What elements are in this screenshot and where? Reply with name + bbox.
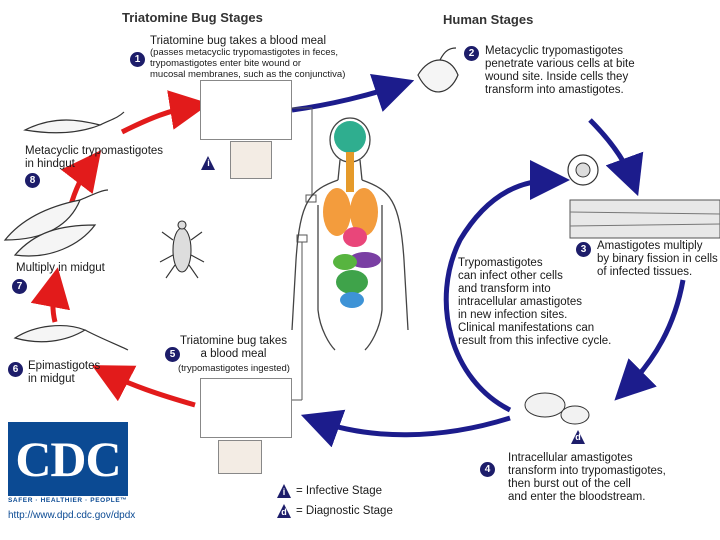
arrow-4-to-5 [315, 418, 510, 435]
center-infective-cycle-text: Trypomastigotes can infect other cells a… [458, 257, 611, 348]
step-3-line: Amastigotes multiply [597, 240, 718, 253]
arrow-8-to-1 [122, 106, 195, 132]
step-1-detail: (passes metacyclic trypomastigotes in fe… [150, 47, 360, 80]
step-4-line: Intracellular amastigotes [508, 452, 666, 465]
center-line: can infect other cells [458, 270, 611, 283]
diagnostic-marker-label: d [574, 432, 582, 442]
arrow-6-to-7 [53, 282, 55, 322]
step-1-bug-image [200, 80, 292, 140]
step-4-text: Intracellular amastigotes transform into… [508, 452, 666, 504]
step-5-parasite-image [218, 440, 262, 474]
step-5-title: Triatomine bug takes a blood meal [180, 335, 287, 361]
step-badge-2: 2 [464, 46, 479, 61]
step-3-line: of infected tissues. [597, 266, 718, 279]
step-badge-7: 7 [12, 279, 27, 294]
step-8-line: Metacyclic trypomastigotes [25, 145, 163, 158]
header-bug-stages: Triatomine Bug Stages [122, 10, 263, 25]
step-5-bug-image [200, 378, 292, 438]
parasite-human-metacyclic [418, 48, 458, 92]
step-badge-5: 5 [165, 347, 180, 362]
amastigote-cluster [525, 393, 589, 424]
step-6-line: Epimastigotes [28, 360, 100, 373]
step-5-title-line: a blood meal [180, 348, 287, 361]
center-line: Trypomastigotes [458, 257, 611, 270]
step-4-line: transform into trypomastigotes, [508, 465, 666, 478]
step-1-parasite-image [230, 141, 272, 179]
step-1-detail-line: (passes metacyclic trypomastigotes in fe… [150, 47, 360, 58]
header-human-stages: Human Stages [443, 12, 533, 27]
step-2-text: Metacyclic trypomastigotes penetrate var… [485, 45, 635, 97]
muscle-tissue [570, 200, 720, 238]
step-1-detail-line: mucosal membranes, such as the conjuncti… [150, 69, 360, 80]
legend-infective-symbol: i [280, 487, 288, 497]
legend-diagnostic-label: = Diagnostic Stage [296, 505, 393, 518]
triatomine-bug-image [160, 221, 204, 278]
step-3-line: by binary fission in cells [597, 253, 718, 266]
center-line: and transform into [458, 283, 611, 296]
step-4-line: then burst out of the cell [508, 478, 666, 491]
step-2-line: Metacyclic trypomastigotes [485, 45, 635, 58]
legend-infective-label: = Infective Stage [296, 485, 382, 498]
step-6-line: in midgut [28, 373, 100, 386]
arrow-3-to-4 [625, 280, 683, 390]
parasite-midgut-multiply [5, 190, 108, 256]
step-8-line: in hindgut [25, 158, 163, 171]
arrow-1-to-2 [292, 85, 400, 110]
center-line: result from this infective cycle. [458, 335, 611, 348]
step-5-title-line: Triatomine bug takes [180, 335, 287, 348]
step-badge-3: 3 [576, 242, 591, 257]
step-badge-4: 4 [480, 462, 495, 477]
parasite-metacyclic-hindgut [25, 112, 124, 133]
step-badge-6: 6 [8, 362, 23, 377]
center-line: in new infection sites. [458, 309, 611, 322]
step-6-text: Epimastigotes in midgut [28, 360, 100, 386]
step-7-text: Multiply in midgut [16, 262, 105, 275]
step-1-detail-line: trypomastigotes enter bite wound or [150, 58, 360, 69]
step-3-text: Amastigotes multiply by binary fission i… [597, 240, 718, 279]
step-2-line: penetrate various cells at bite [485, 58, 635, 71]
cdc-logo: CDC [8, 422, 128, 496]
parasite-epimastigote [15, 326, 128, 350]
arrow-5-to-6 [105, 372, 195, 405]
step-4-line: and enter the bloodstream. [508, 491, 666, 504]
legend-diagnostic-symbol: d [280, 507, 288, 517]
step-8-text: Metacyclic trypomastigotes in hindgut [25, 145, 163, 171]
source-url[interactable]: http://www.dpd.cdc.gov/dpdx [8, 510, 135, 521]
center-line: Clinical manifestations can [458, 322, 611, 335]
cdc-tagline: SAFER · HEALTHIER · PEOPLE™ [8, 497, 127, 504]
step-2-line: wound site. Inside cells they [485, 71, 635, 84]
step-badge-8: 8 [25, 173, 40, 188]
center-line: intracellular amastigotes [458, 296, 611, 309]
step-5-detail: (trypomastigotes ingested) [178, 363, 290, 376]
step-badge-1: 1 [130, 52, 145, 67]
infective-marker-label: i [205, 158, 212, 168]
step-2-line: transform into amastigotes. [485, 84, 635, 97]
